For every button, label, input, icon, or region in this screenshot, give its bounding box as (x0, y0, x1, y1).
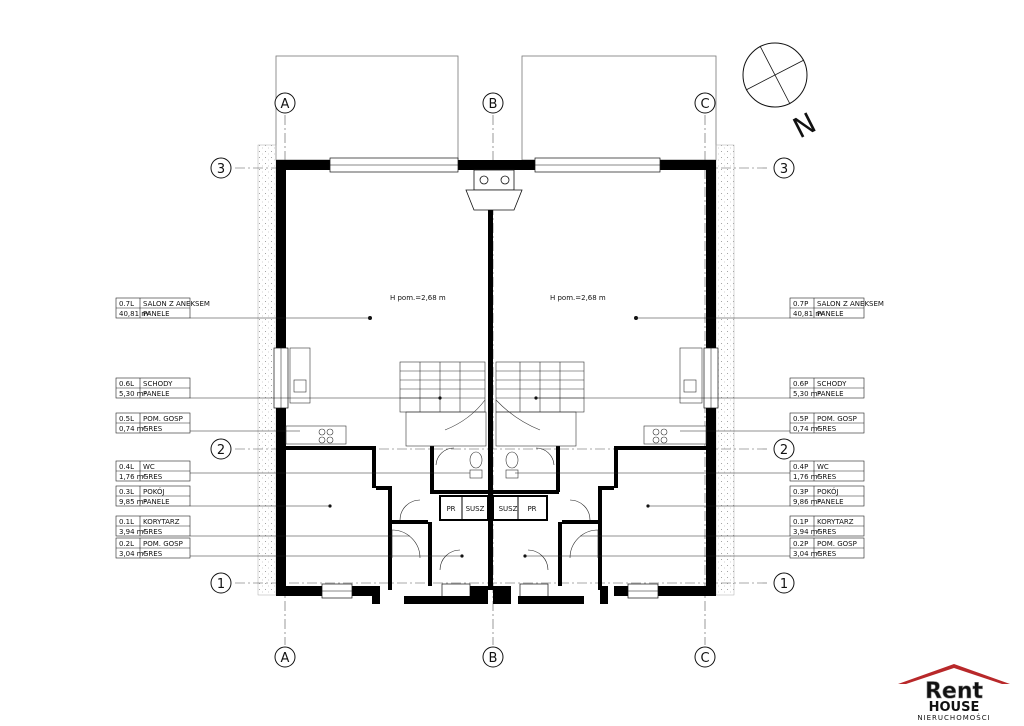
axis-labels: A B C A B C 3 2 1 3 2 1 (217, 97, 788, 666)
room-name: SCHODY (817, 380, 847, 388)
room-area: 9,86 m² (793, 498, 821, 506)
logo-line1: Rent (925, 679, 984, 704)
room-code: 0.2L (119, 540, 134, 548)
room-code: 0.1L (119, 518, 134, 526)
axis-label-c-bottom: C (700, 651, 709, 666)
room-name: KORYTARZ (817, 518, 854, 526)
room-floor: GRES (817, 550, 837, 558)
room-name: SALON Z ANEKSEM (143, 300, 210, 308)
room-area: 40,81 m² (793, 310, 825, 318)
room-code: 0.1P (793, 518, 808, 526)
susz-label-right: SUSZ (499, 505, 518, 513)
room-tags-left (115, 297, 191, 559)
room-code: 0.4P (793, 463, 808, 471)
room-area: 0,74 m² (119, 425, 147, 433)
room-floor: GRES (817, 425, 837, 433)
room-area: 0,74 m² (793, 425, 821, 433)
axis-label-1-right: 1 (780, 577, 788, 592)
room-floor: GRES (143, 528, 163, 536)
room-code: 0.6P (793, 380, 808, 388)
room-name: POM. GOSP (143, 415, 183, 423)
room-floor: PANELE (143, 498, 170, 506)
ceiling-height-right: H pom.=2,68 m (550, 294, 606, 302)
room-name: POKÓJ (817, 487, 839, 496)
ceiling-height-left: H pom.=2,68 m (390, 294, 446, 302)
room-floor: PANELE (143, 310, 170, 318)
room-floor: PANELE (817, 310, 844, 318)
room-tag-text-left: 0.7L SALON Z ANEKSEM 40,81 m² PANELE 0.6… (119, 300, 210, 558)
leader-lines-right (515, 317, 790, 557)
room-code: 0.3L (119, 488, 134, 496)
room-area: 5,30 m² (793, 390, 821, 398)
room-floor: GRES (143, 425, 163, 433)
axis-label-c-top: C (700, 97, 709, 112)
logo-line2: HOUSE (929, 700, 980, 715)
axis-label-a-bottom: A (281, 651, 290, 666)
room-tags-right (789, 297, 865, 559)
room-area: 3,04 m² (119, 550, 147, 558)
room-floor: PANELE (143, 390, 170, 398)
room-floor: PANELE (817, 498, 844, 506)
wc-fixtures (469, 451, 519, 479)
room-area: 3,04 m² (793, 550, 821, 558)
gravel-strips (257, 144, 735, 596)
compass-icon: N (742, 42, 822, 145)
room-area: 1,76 m² (119, 473, 147, 481)
room-area: 3,94 m² (119, 528, 147, 536)
room-code: 0.7L (119, 300, 134, 308)
room-area: 5,30 m² (119, 390, 147, 398)
axis-bubbles (210, 92, 795, 668)
room-floor: GRES (817, 528, 837, 536)
axis-label-a-top: A (281, 97, 290, 112)
room-area: 3,94 m² (793, 528, 821, 536)
room-name: WC (143, 463, 155, 471)
room-code: 0.2P (793, 540, 808, 548)
axis-label-2-left: 2 (217, 443, 225, 458)
axis-label-b-top: B (489, 97, 498, 112)
room-floor: GRES (817, 473, 837, 481)
compass-north-label: N (788, 106, 822, 145)
pr-label-left: PR (446, 505, 455, 513)
chimneys (465, 169, 523, 211)
room-code: 0.6L (119, 380, 134, 388)
logo-graphic: Rent HOUSE NIERUCHOMOŚCI (898, 664, 1010, 722)
kitchen-counters (285, 347, 707, 445)
room-name: POKÓJ (143, 487, 165, 496)
room-name: POM. GOSP (817, 540, 857, 548)
room-code: 0.3P (793, 488, 808, 496)
room-name: POM. GOSP (817, 415, 857, 423)
room-tag-text-right: 0.7P SALON Z ANEKSEM 40,81 m² PANELE 0.6… (793, 300, 884, 558)
small-rooms (439, 495, 548, 521)
axis-label-2-right: 2 (780, 443, 788, 458)
room-area: 40,81 m² (119, 310, 151, 318)
room-name: SCHODY (143, 380, 173, 388)
room-code: 0.5P (793, 415, 808, 423)
rent-house-logo: Rent HOUSE NIERUCHOMOŚCI (888, 662, 1020, 722)
room-name: KORYTARZ (143, 518, 180, 526)
room-floor: GRES (143, 550, 163, 558)
axis-label-3-left: 3 (217, 162, 225, 177)
logo-line3: NIERUCHOMOŚCI (917, 713, 990, 722)
pr-label-right: PR (527, 505, 536, 513)
room-code: 0.5L (119, 415, 134, 423)
susz-label-left: SUSZ (466, 505, 485, 513)
room-floor: PANELE (817, 390, 844, 398)
room-area: 1,76 m² (793, 473, 821, 481)
room-code: 0.4L (119, 463, 134, 471)
room-name: WC (817, 463, 829, 471)
window-glazing (280, 164, 712, 592)
axis-label-b-bottom: B (489, 651, 498, 666)
small-room-labels: PR SUSZ SUSZ PR (446, 505, 536, 513)
room-area: 9,85 m² (119, 498, 147, 506)
room-floor: GRES (143, 473, 163, 481)
room-name: POM. GOSP (143, 540, 183, 548)
axis-label-1-left: 1 (217, 577, 225, 592)
axis-label-3-right: 3 (780, 162, 788, 177)
interior-walls (286, 446, 706, 604)
leader-lines-left (190, 317, 470, 557)
room-name: SALON Z ANEKSEM (817, 300, 884, 308)
room-code: 0.7P (793, 300, 808, 308)
